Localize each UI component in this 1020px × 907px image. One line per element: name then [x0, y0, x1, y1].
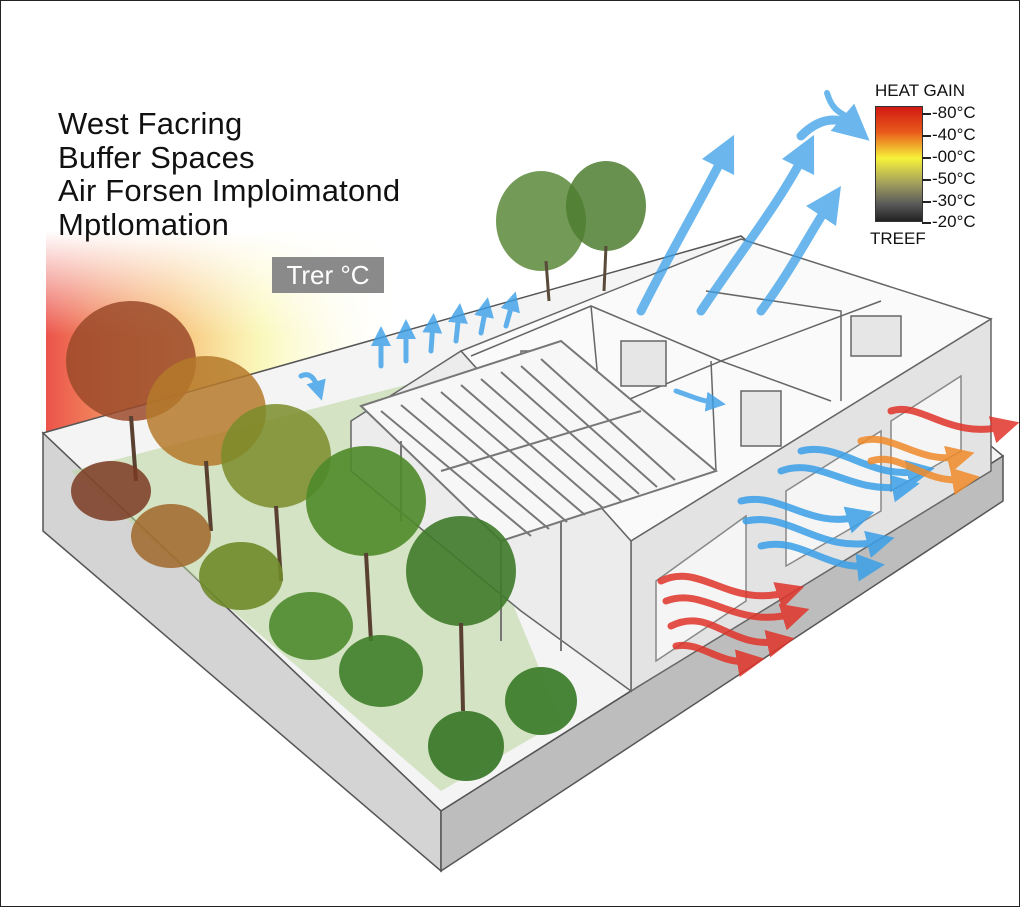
legend-tick-mark — [922, 135, 931, 137]
legend-tick-mark — [922, 201, 931, 203]
title-line-2: Buffer Spaces — [58, 140, 255, 175]
background-trees — [496, 161, 646, 302]
legend-tick-mark — [922, 113, 931, 115]
title-line-3: Air Forsen Imploimatond — [58, 173, 401, 208]
legend-title: HEAT GAIN — [875, 81, 966, 100]
title-line-1: West Facring — [58, 106, 243, 141]
legend-label: -00°C — [932, 147, 976, 166]
legend-label: -30°C — [932, 191, 976, 210]
title-line-4: Mptlomation — [58, 207, 230, 242]
legend-label: -80°C — [932, 103, 976, 122]
pergola — [359, 339, 719, 651]
temperature-badge: Trer °C — [272, 257, 384, 293]
legend-tick-mark — [922, 179, 931, 181]
legend-label: -40°C — [932, 125, 976, 144]
legend-label: -20°C — [932, 212, 976, 231]
legend-tick-mark — [922, 222, 931, 224]
buffer-airflow-arrows — [298, 291, 726, 412]
west-garden-trees — [66, 301, 577, 781]
rising-airflow-arrows — [636, 90, 870, 316]
legend-footer: TREEF — [870, 229, 926, 248]
heat-gain-color-scale — [875, 106, 923, 222]
legend-label: -50°C — [932, 169, 976, 188]
cross-ventilation-arrows — [657, 405, 1019, 678]
legend-tick-mark — [922, 157, 931, 159]
